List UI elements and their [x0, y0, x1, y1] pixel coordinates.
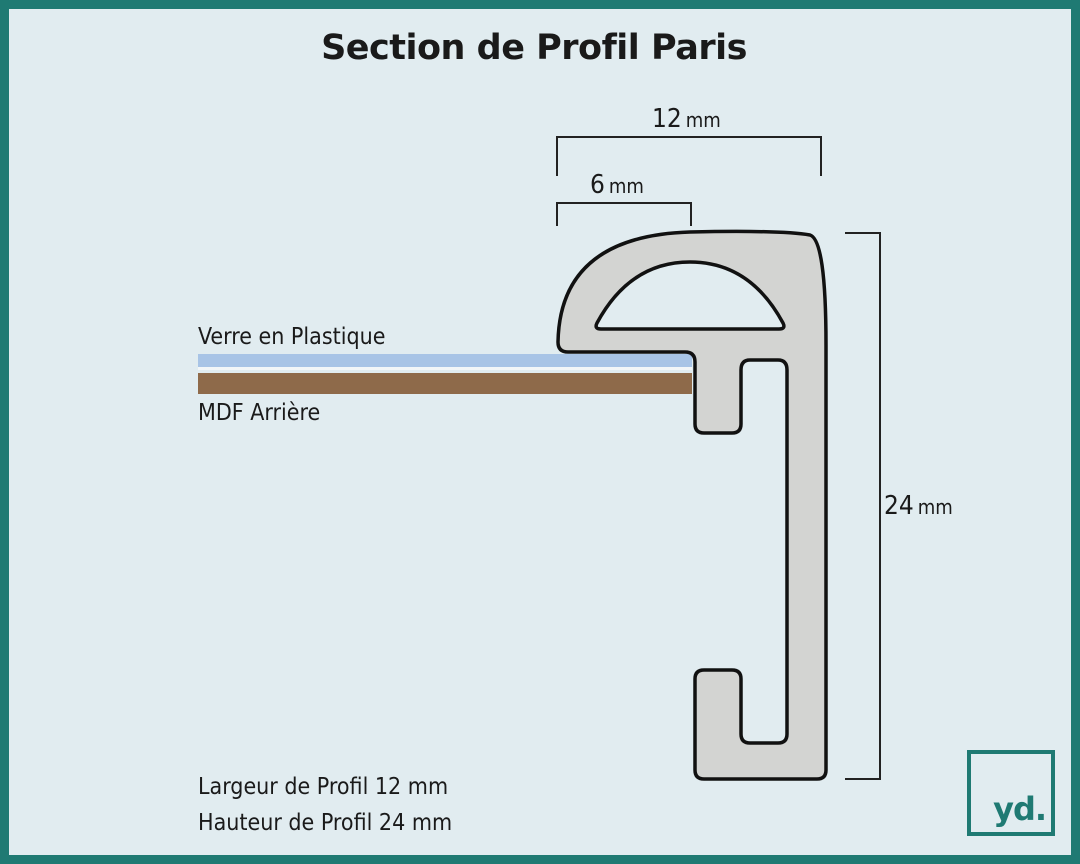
diagram-canvas: [9, 9, 1071, 855]
dimension-unit: mm: [685, 108, 721, 132]
dimension-value: 6: [590, 170, 605, 200]
brand-logo: yd.: [967, 750, 1055, 836]
profile-outline: [556, 229, 828, 781]
dimension-value: 24: [884, 491, 914, 521]
mdf-label: MDF Arrière: [198, 400, 321, 426]
dimension-unit: mm: [608, 174, 644, 198]
dimension-value: 12: [652, 104, 682, 134]
dimension-unit: mm: [917, 495, 953, 519]
mdf-layer: [198, 373, 692, 394]
profile-width-spec: Largeur de Profil 12 mm: [198, 774, 449, 800]
brand-logo-text: yd.: [993, 790, 1047, 828]
dimension-bracket-6mm: [556, 202, 692, 226]
glass-layer: [198, 354, 692, 367]
profile-inner-cavity: [594, 260, 786, 331]
profile-height-spec: Hauteur de Profil 24 mm: [198, 810, 453, 836]
glass-edge-line: [198, 367, 692, 370]
dimension-bracket-24mm: [845, 232, 881, 780]
glass-label: Verre en Plastique: [198, 324, 386, 350]
dimension-bracket-12mm: [556, 136, 822, 176]
diagram-title: Section de Profil Paris: [321, 28, 747, 68]
